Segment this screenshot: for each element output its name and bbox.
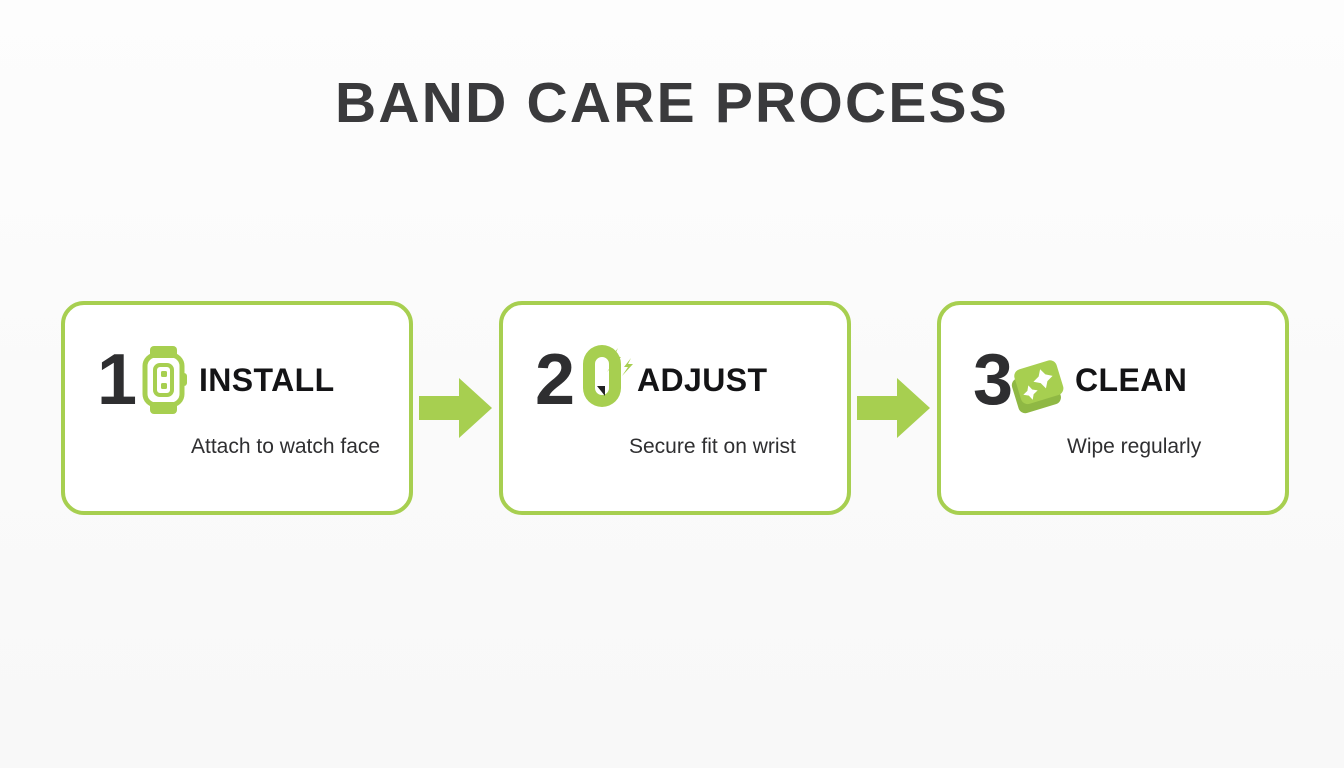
step-number: 3 xyxy=(973,340,1013,420)
smartwatch-icon xyxy=(133,346,195,414)
magnet-icon xyxy=(571,345,633,414)
process-flow: 1 xyxy=(61,301,1289,515)
step-subtitle: Attach to watch face xyxy=(191,435,381,458)
step-heading: INSTALL xyxy=(199,361,335,398)
step-heading: ADJUST xyxy=(637,361,768,398)
step-number-icon-group: 3 xyxy=(973,344,1069,416)
step-number-icon-group: 1 xyxy=(97,344,193,416)
cleaning-cloth-icon xyxy=(1009,346,1071,414)
step-header-row: 2 xyxy=(535,344,829,416)
arrow-right-icon xyxy=(413,374,499,442)
step-card-install[interactable]: 1 xyxy=(61,301,413,515)
step-card-adjust[interactable]: 2 xyxy=(499,301,851,515)
step-header-row: 3 xyxy=(973,344,1267,416)
step-header-row: 1 xyxy=(97,344,391,416)
step-subtitle: Secure fit on wrist xyxy=(629,435,796,458)
step-heading: CLEAN xyxy=(1075,361,1188,398)
step-card-content: 1 xyxy=(97,344,391,493)
step-number-icon-group: 2 xyxy=(535,340,633,420)
arrow-right-icon xyxy=(851,374,937,442)
step-card-clean[interactable]: 3 xyxy=(937,301,1289,515)
step-number: 2 xyxy=(535,340,575,420)
step-subtitle: Wipe regularly xyxy=(1067,435,1202,458)
step-card-content: 3 xyxy=(973,344,1267,493)
page-title: BAND CARE PROCESS xyxy=(335,71,1009,135)
step-card-content: 2 xyxy=(535,344,829,493)
step-number: 1 xyxy=(97,340,137,420)
